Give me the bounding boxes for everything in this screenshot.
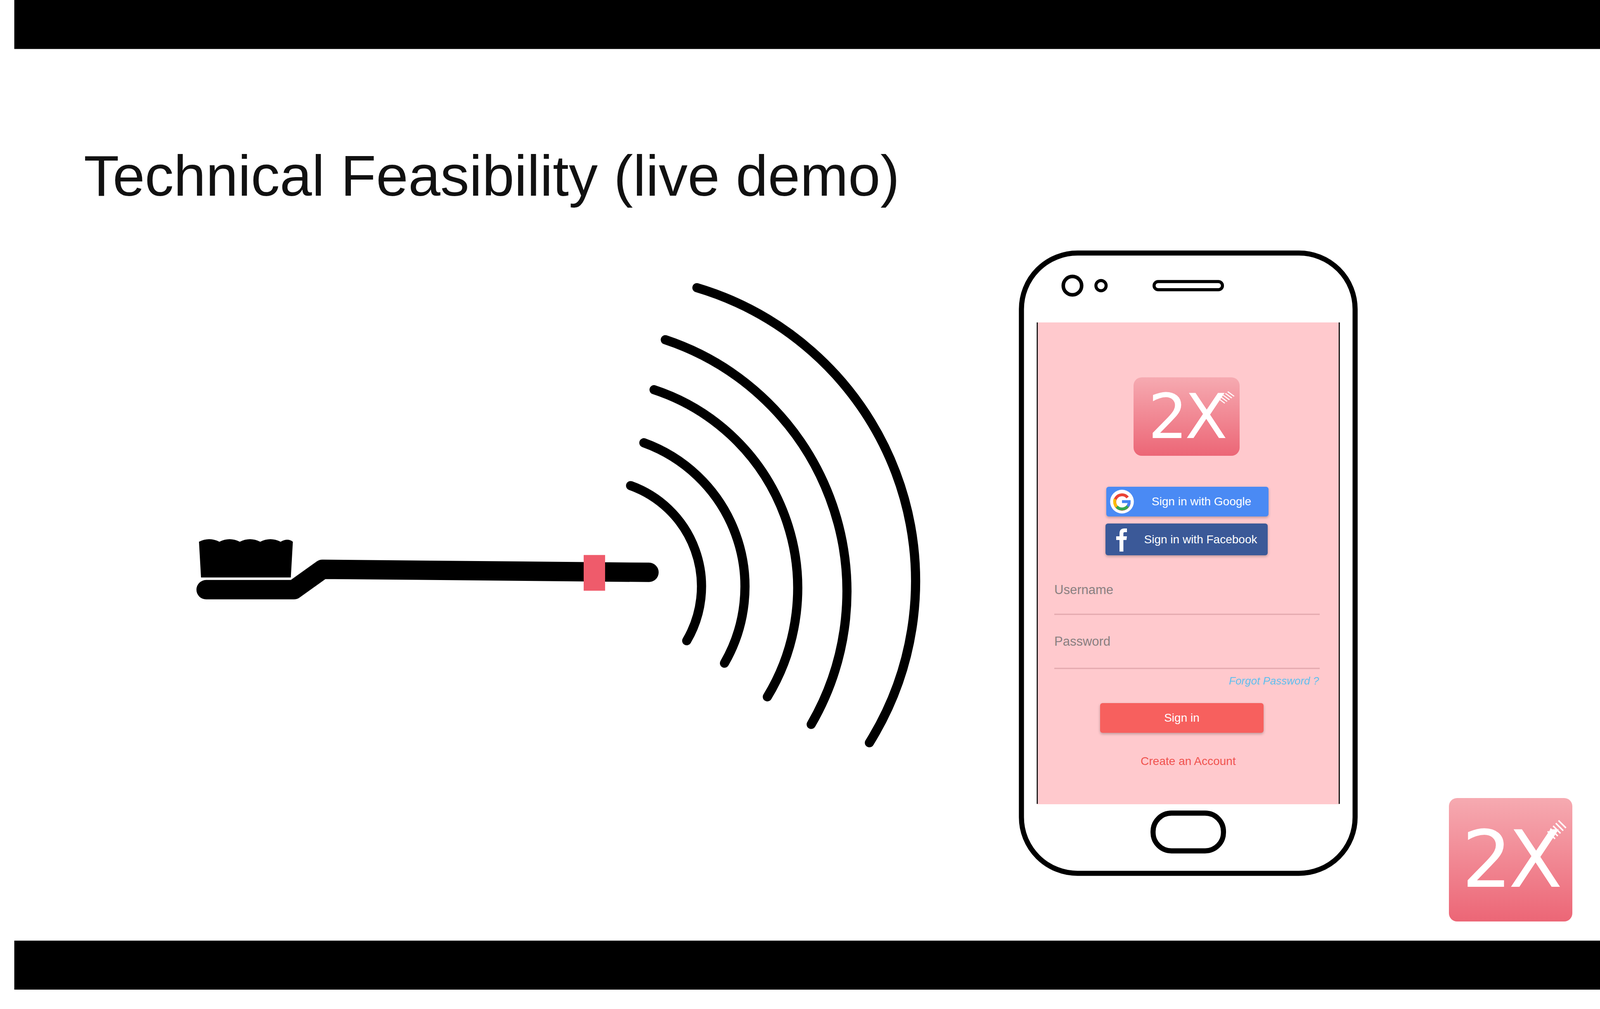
signal-waves xyxy=(630,287,916,743)
logo-text: 2X xyxy=(1147,385,1225,448)
phone-screen: UsernamePasswordForgot Password ? Create … xyxy=(1037,322,1339,805)
app-logo: 2X xyxy=(1133,377,1240,456)
forgot-password-link: Forgot Password ? xyxy=(1228,674,1319,688)
phone-outline xyxy=(1021,253,1355,874)
toothbrush xyxy=(198,539,649,591)
slide-title: Technical Feasibility (live demo) xyxy=(83,142,900,210)
password-field-label: Password xyxy=(1054,634,1111,649)
corner-logo: 2X xyxy=(1448,797,1573,922)
logo-text: 2X xyxy=(1462,820,1560,900)
username-field-label: Username xyxy=(1054,582,1114,598)
google-icon xyxy=(1109,489,1135,514)
facebook-icon xyxy=(1112,526,1130,552)
google-signin-button: Sign in with Google xyxy=(1106,486,1269,517)
create-account-link: Create an Account xyxy=(1037,754,1339,768)
facebook-signin-button: Sign in with Facebook xyxy=(1105,523,1268,556)
bottom-bar xyxy=(14,940,1600,990)
button-label: Sign in xyxy=(1164,711,1200,725)
signin-button: Sign in xyxy=(1100,702,1264,733)
top-bar xyxy=(14,0,1600,50)
button-label: Sign in with Facebook xyxy=(1144,532,1258,547)
button-label: Sign in with Google xyxy=(1151,494,1252,509)
